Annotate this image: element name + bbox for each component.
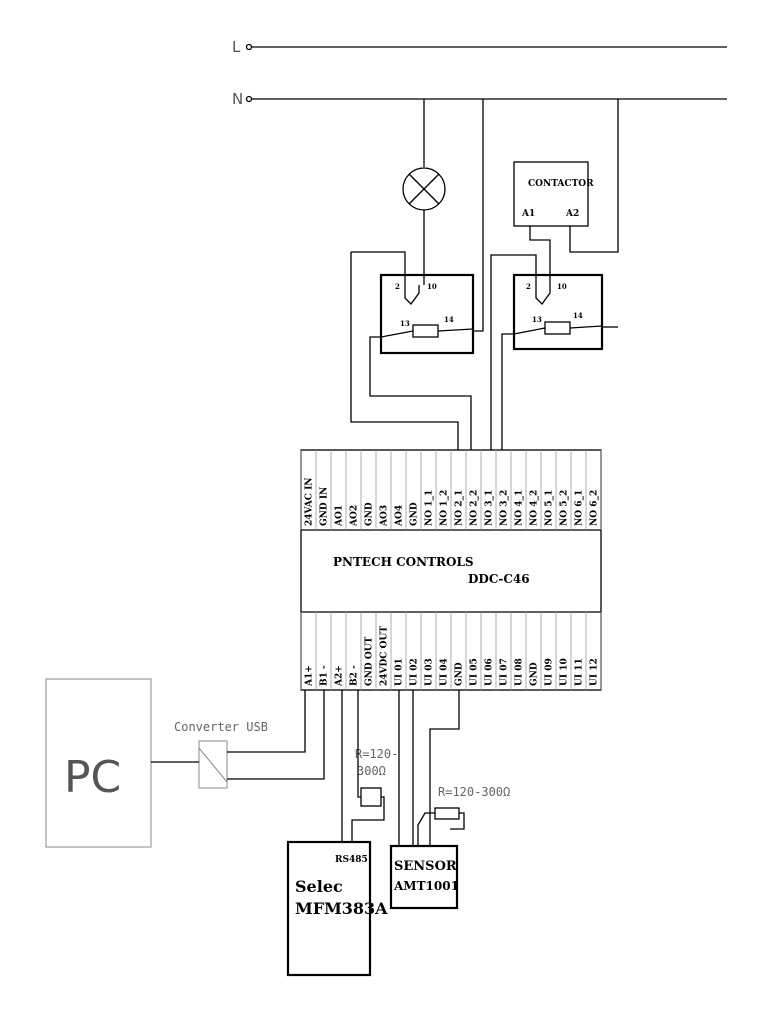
relay-1: 2 10 13 14 <box>379 273 475 355</box>
top-terminal-label: NO 5_1 <box>545 490 555 526</box>
relay-2-pin14: 14 <box>573 311 583 320</box>
bottom-terminal-label: UI 06 <box>485 658 495 686</box>
relay-2-box <box>512 273 604 351</box>
contactor-title: CONTACTOR <box>528 179 594 189</box>
relay-2-contact-icon <box>535 285 551 305</box>
bottom-terminal-label: UI 03 <box>425 658 435 686</box>
relay-1-box <box>379 273 475 355</box>
line-terminal <box>245 43 253 51</box>
line-label: L <box>232 38 241 56</box>
relay-1-pin2: 2 <box>395 282 400 291</box>
relay-1-pin14: 14 <box>444 315 454 324</box>
sensor-line1: SENSOR <box>394 859 457 874</box>
relay-2-coil-icon <box>544 321 571 335</box>
top-terminal-label: GND <box>410 502 420 526</box>
bottom-terminal-label: A1+ <box>305 665 315 687</box>
converter-label: Converter USB <box>174 720 268 734</box>
top-terminal-label: NO 4_1 <box>515 490 525 526</box>
top-terminal-label: GND <box>365 502 375 526</box>
sensor-wiring <box>398 690 460 846</box>
relay-1-coil-icon <box>412 324 439 338</box>
sensor-box <box>389 844 459 910</box>
bottom-terminal-label: UI 05 <box>470 658 480 686</box>
top-terminal-label: AO1 <box>335 505 345 527</box>
bottom-terminal-label: B2 - <box>350 665 360 686</box>
sensor: SENSOR AMT1001 <box>389 844 459 910</box>
relay-wiring <box>350 99 619 450</box>
bottom-terminal-label: B1 - <box>320 665 330 686</box>
bottom-terminal-label: UI 07 <box>500 658 510 686</box>
top-terminal-label: NO 6_2 <box>590 490 600 526</box>
top-terminal-label: GND IN <box>320 487 330 526</box>
meter-box <box>286 840 372 977</box>
converter-icon <box>198 747 228 783</box>
relay-1-pin13: 13 <box>400 319 410 328</box>
neutral-label: N <box>232 90 243 108</box>
bottom-terminal-label: GND <box>455 662 465 686</box>
top-terminal-label: NO 1_1 <box>425 490 435 526</box>
supply-lines: L N <box>232 38 727 108</box>
sensor-line2: AMT1001 <box>393 879 459 893</box>
resistor-2-label: R=120-300Ω <box>438 785 510 799</box>
contactor-a1-label: A1 <box>521 209 535 219</box>
top-terminal-label: NO 3_1 <box>485 490 495 526</box>
resistor-2: R=120-300Ω <box>417 785 510 846</box>
relay-2: 2 10 13 14 <box>512 273 604 351</box>
top-terminal-label: AO4 <box>395 505 405 527</box>
meter-protocol: RS485 <box>335 855 368 865</box>
controller-brand: PNTECH CONTROLS <box>333 555 474 569</box>
pc-box <box>45 678 152 848</box>
converter: Converter USB <box>151 690 325 789</box>
resistor-1-label-line1: R=120- <box>355 747 398 761</box>
top-terminal-label: AO3 <box>380 505 390 527</box>
bottom-terminal-label: UI 10 <box>560 658 570 686</box>
top-terminal-strip: 24VAC IN GND IN AO1 AO2 GND AO3 AO4 GND NO 1_1 NO… <box>300 450 602 530</box>
bottom-terminal-label: 24VDC OUT <box>380 626 390 686</box>
bottom-terminal-strip: A1+ B1 - A2+ B2 - GND OUT 24VDC OUT UI 01 UI 02… <box>300 612 602 690</box>
relay-2-pin2: 2 <box>526 282 531 291</box>
top-terminal-label: AO2 <box>350 505 360 527</box>
bottom-terminal-label: UI 12 <box>590 658 600 686</box>
bottom-terminal-label: GND <box>530 662 540 686</box>
pc-label: PC <box>64 752 121 803</box>
top-terminal-label: NO 2_1 <box>455 490 465 526</box>
top-terminal-label: NO 1_2 <box>440 490 450 526</box>
top-terminal-label: 24VAC IN <box>305 477 315 526</box>
energy-meter: RS485 Selec MFM383A <box>286 840 388 977</box>
bottom-terminal-label: UI 09 <box>545 658 555 686</box>
bottom-terminal-label: UI 02 <box>410 658 420 686</box>
contactor-a2-label: A2 <box>565 209 579 219</box>
meter-line1: Selec <box>295 877 343 896</box>
top-terminal-label: NO 6_1 <box>575 490 585 526</box>
bottom-terminal-label: A2+ <box>335 665 345 687</box>
converter-box <box>198 740 228 789</box>
resistor-1-icon <box>360 787 382 807</box>
relay-1-pin10: 10 <box>427 282 437 291</box>
lamp <box>402 99 446 285</box>
resistor-2-icon <box>434 807 460 820</box>
controller-model: DDC-C46 <box>468 572 530 586</box>
pc: PC <box>45 678 152 848</box>
contactor: CONTACTOR A1 A2 <box>513 161 594 227</box>
resistor-1-label-line2: 300Ω <box>357 764 386 778</box>
relay-2-pin13: 13 <box>532 315 542 324</box>
bottom-terminal-label: UI 08 <box>515 658 525 686</box>
top-terminal-label: NO 3_2 <box>500 490 510 526</box>
bottom-terminal-label: UI 04 <box>440 658 450 686</box>
contactor-box <box>513 161 589 227</box>
top-terminal-label: NO 4_2 <box>530 490 540 526</box>
top-terminal-label: NO 2_2 <box>470 490 480 526</box>
bottom-terminal-label: UI 11 <box>575 658 585 686</box>
meter-line2: MFM383A <box>295 899 388 918</box>
bottom-terminal-label: UI 01 <box>395 658 405 686</box>
relay-1-contact-icon <box>404 285 420 305</box>
top-terminal-label: NO 5_2 <box>560 490 570 526</box>
bottom-terminal-label: GND OUT <box>365 636 375 686</box>
neutral-terminal <box>245 95 253 103</box>
resistor-1: R=120- 300Ω <box>341 690 398 842</box>
relay-2-pin10: 10 <box>557 282 567 291</box>
